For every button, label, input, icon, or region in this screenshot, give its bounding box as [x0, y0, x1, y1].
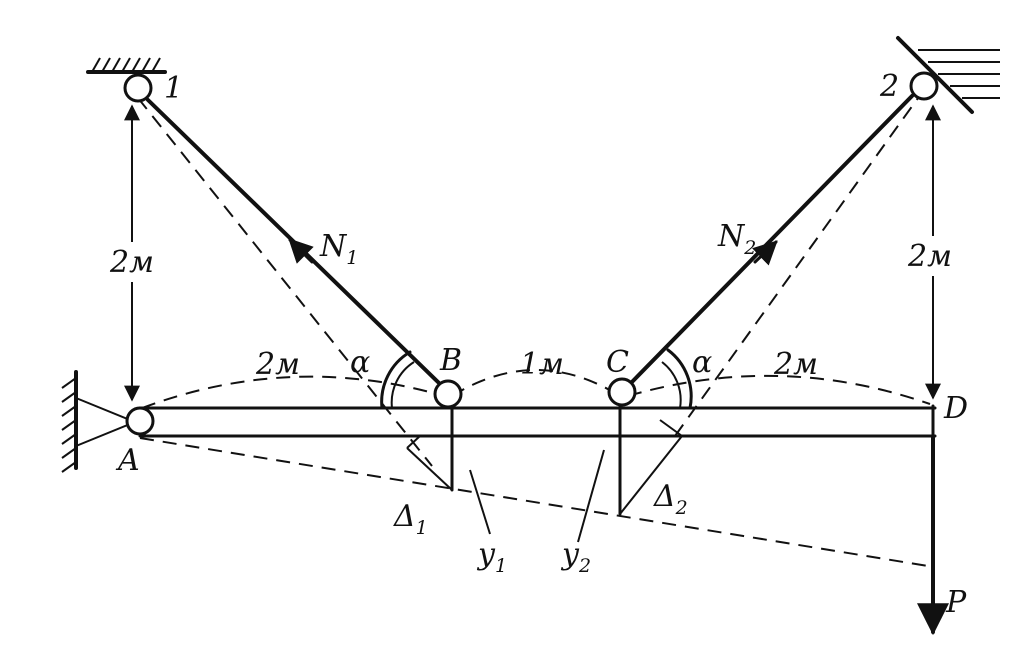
angle-alpha-right-arc	[661, 348, 693, 410]
ceiling-support-1	[86, 57, 167, 74]
deformation-triangle-b	[406, 406, 491, 535]
wall-support-a	[61, 370, 131, 473]
label-delta-2: Δ2	[653, 479, 688, 519]
hinge-2	[909, 71, 939, 101]
label-span-ab: 2м	[255, 347, 300, 382]
label-span-cd: 2м	[773, 347, 818, 382]
label-delta-1: Δ1	[393, 499, 428, 539]
rod-2-deformed	[674, 97, 919, 437]
rigid-beam	[138, 404, 937, 440]
label-point-d: D	[943, 391, 968, 426]
n1-arrow	[288, 238, 314, 264]
hinge-a	[125, 406, 155, 436]
label-force-n2: N2	[717, 219, 756, 259]
label-point-a: A	[115, 443, 140, 478]
ceiling-support-2	[896, 36, 1000, 114]
dimension-height-left	[108, 104, 162, 402]
label-force-p: P	[945, 585, 967, 620]
rod-2	[628, 94, 914, 386]
label-span-bc: 1м	[520, 347, 564, 382]
hinge-c	[607, 377, 637, 407]
label-force-n1: N1	[319, 229, 358, 269]
label-y2: y2	[560, 537, 591, 577]
label-support-1: 1	[164, 71, 183, 106]
n2-arrow	[752, 240, 778, 266]
hinge-1	[123, 73, 153, 103]
hinge-b	[433, 379, 463, 409]
label-point-b: B	[439, 343, 462, 378]
label-support-2: 2	[879, 69, 899, 104]
label-y1: y1	[476, 537, 507, 577]
span-arc-cd	[627, 374, 931, 405]
label-point-c: C	[606, 345, 629, 380]
deformation-triangle-c	[577, 398, 683, 543]
rod-1-deformed	[137, 97, 433, 467]
label-alpha-left: α	[350, 345, 370, 380]
label-height-right: 2м	[907, 239, 952, 274]
angle-alpha-left-arc	[380, 350, 415, 410]
label-alpha-right: α	[692, 345, 712, 380]
label-height-left: 2м	[109, 245, 154, 280]
deflected-beam-line	[139, 437, 929, 567]
dimension-height-right	[906, 104, 960, 400]
